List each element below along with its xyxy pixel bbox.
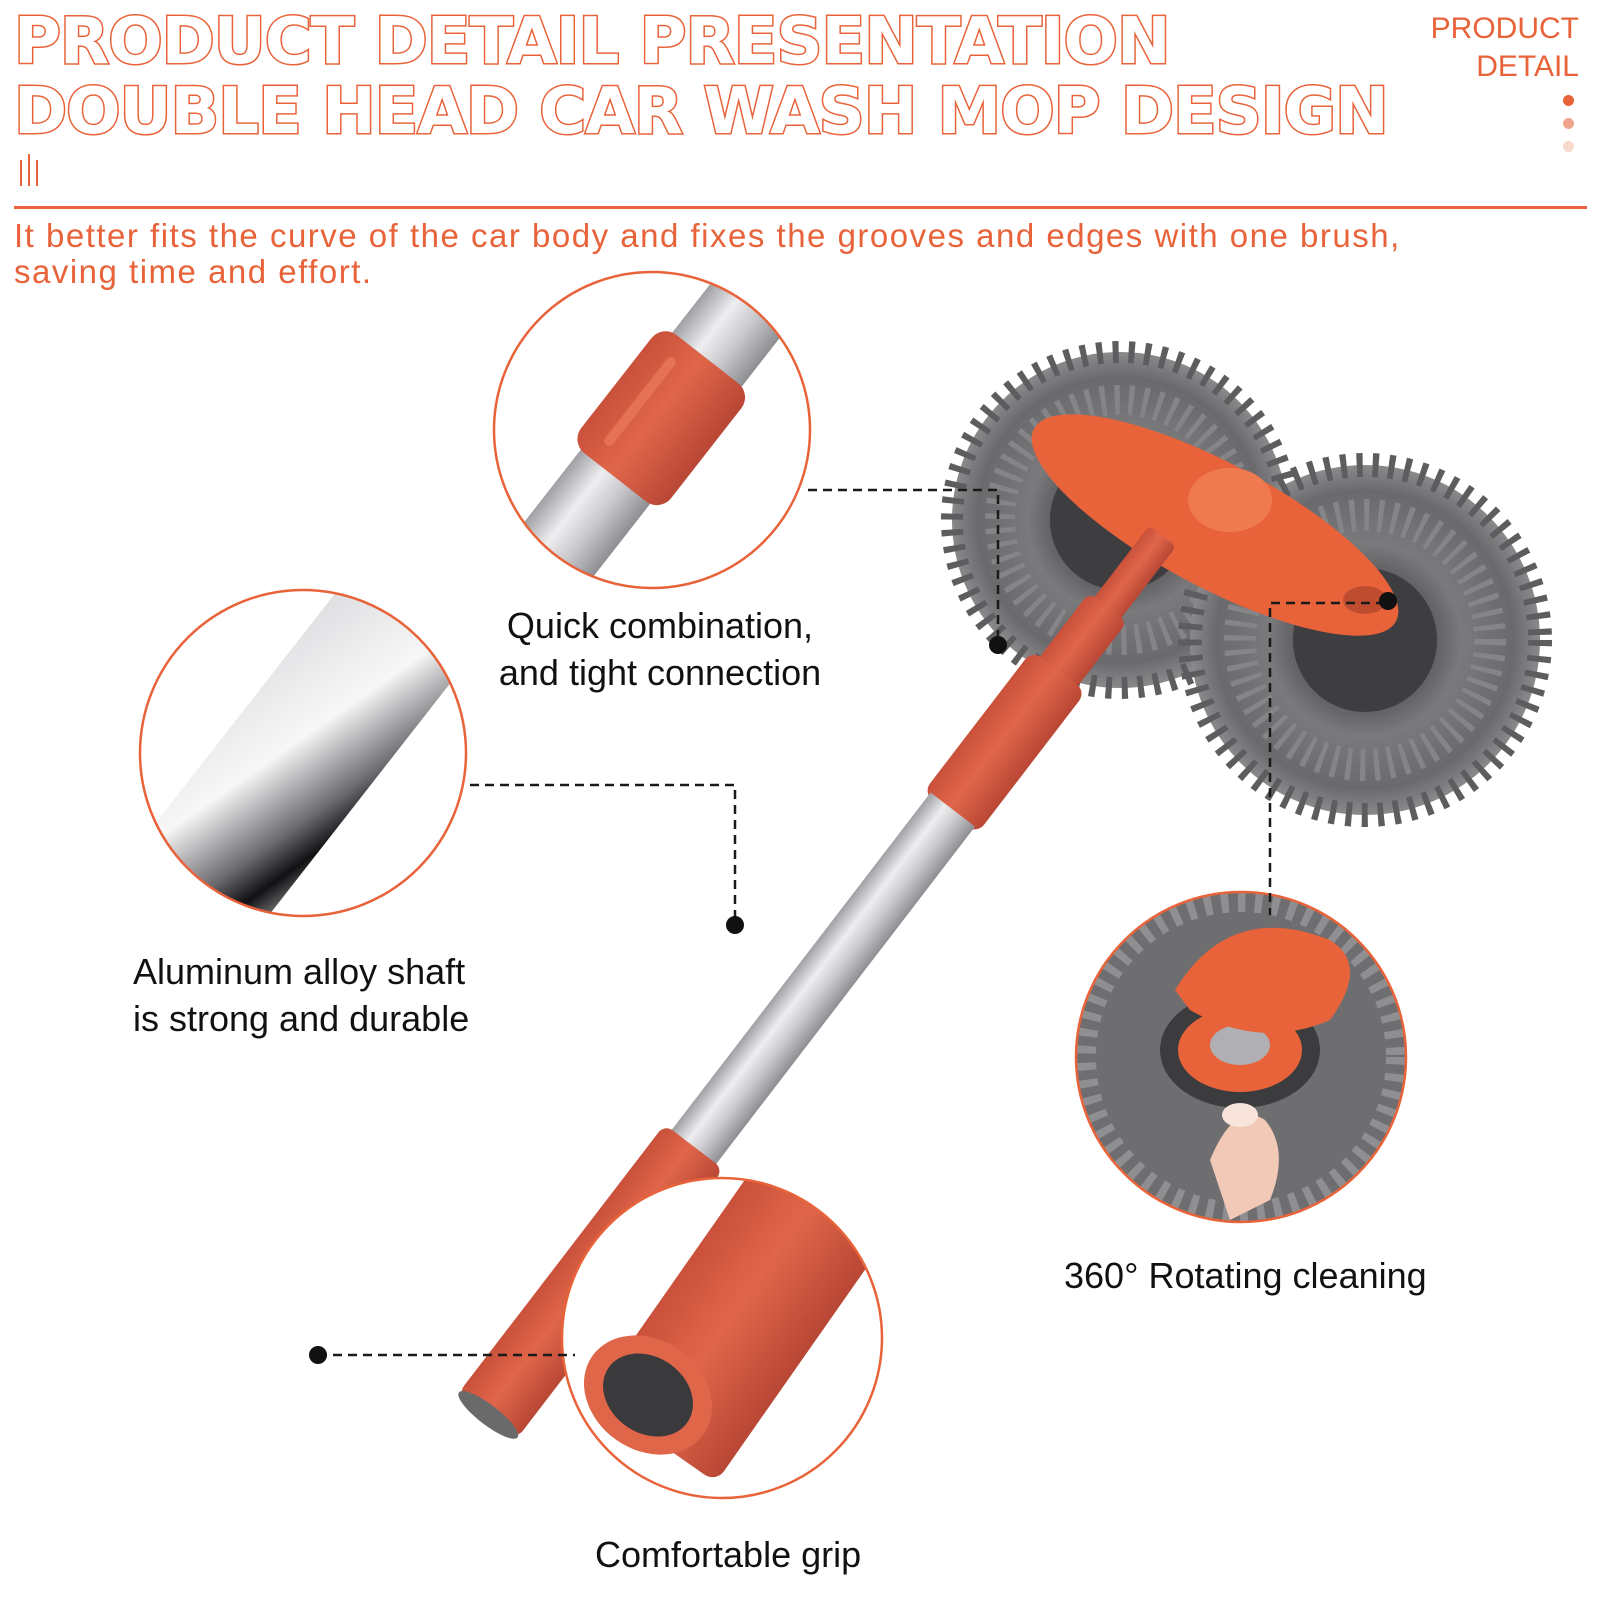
- zoom-circle-rotation: [1074, 890, 1408, 1224]
- subtitle-line1: It better fits the curve of the car body…: [14, 217, 1401, 254]
- page-title-line1: PRODUCT DETAIL PRESENTATION: [13, 5, 1172, 79]
- callout-line-connector: [808, 488, 1000, 640]
- subtitle-line2: saving time and effort.: [14, 253, 373, 290]
- feature-label-rotation: 360° Rotating cleaning: [1064, 1255, 1427, 1296]
- dot-indicator-icon: [1563, 95, 1574, 164]
- feature-label-shaft-line1: Aluminum alloy shaft: [133, 951, 466, 992]
- corner-label: PRODUCT DETAIL: [1431, 10, 1579, 86]
- bar-icon: [28, 154, 30, 186]
- corner-label-line2: DETAIL: [1476, 50, 1579, 83]
- feature-label-connection: Quick combination, and tight connection: [480, 602, 840, 696]
- callout-dots: [309, 592, 1397, 1364]
- zoom-circle-shaft: [138, 588, 468, 918]
- feature-label-connection-line1: Quick combination,: [506, 605, 814, 646]
- header-divider: [14, 206, 1587, 209]
- subtitle: It better fits the curve of the car body…: [14, 218, 1594, 290]
- callout-line-shaft: [470, 783, 737, 925]
- zoom-circle-connector: [492, 270, 812, 590]
- callout-dot-grip: [309, 1346, 327, 1364]
- feature-label-connection-line2: and tight connection: [498, 652, 822, 693]
- feature-label-grip: Comfortable grip: [595, 1534, 862, 1575]
- callout-lines: [318, 488, 1385, 1357]
- callout-line-rotation: [1268, 601, 1385, 915]
- callout-dot-rotation: [1379, 592, 1397, 610]
- bar-icon: [20, 160, 22, 186]
- dot-icon: [1563, 95, 1574, 106]
- mop-bracket: [1031, 414, 1399, 636]
- dot-icon: [1563, 118, 1574, 129]
- feature-label-shaft-line2: is strong and durable: [133, 998, 470, 1039]
- page-title-line2: DOUBLE HEAD CAR WASH MOP DESIGN: [13, 75, 1391, 149]
- callout-dot-connector: [989, 636, 1007, 654]
- callout-dot-shaft: [726, 916, 744, 934]
- dot-icon: [1563, 141, 1574, 152]
- zoom-circle-grip: [560, 1176, 884, 1500]
- feature-label-shaft: Aluminum alloy shaft is strong and durab…: [133, 948, 469, 1042]
- bar-icon: [36, 160, 38, 186]
- corner-label-line1: PRODUCT: [1430, 12, 1579, 45]
